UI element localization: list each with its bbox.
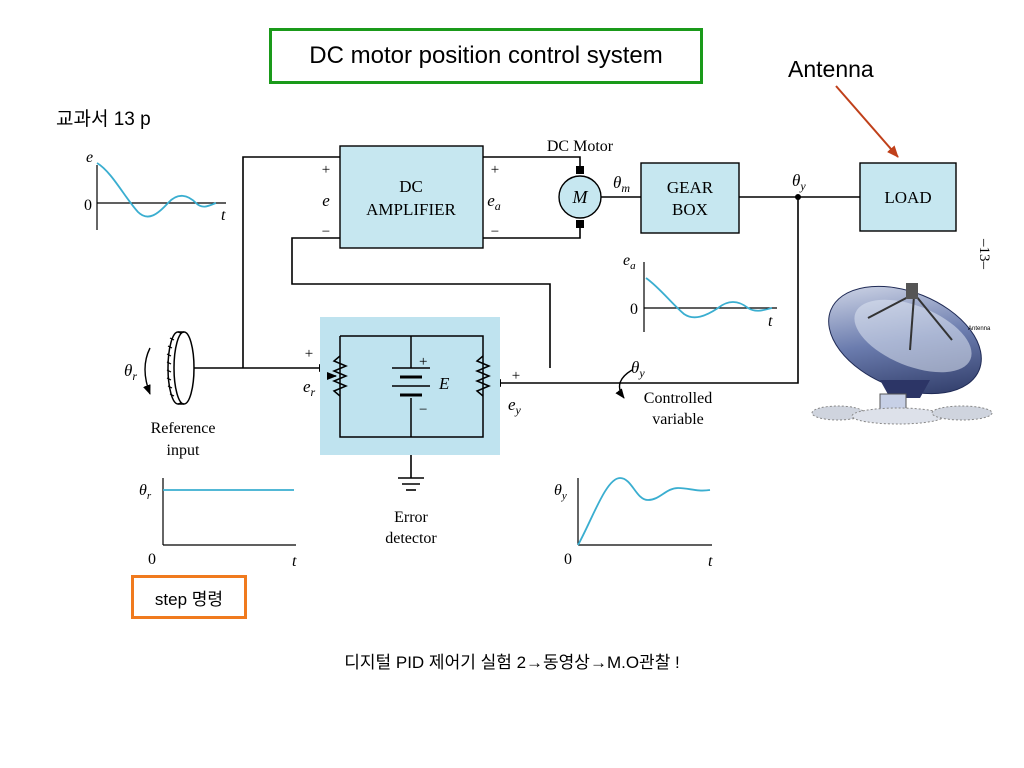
ey-plus: + [512, 368, 520, 384]
theta-r-knob-label: θr [124, 361, 137, 383]
satellite-dish-illustration: Antenna [811, 283, 993, 425]
ey-label: ey [508, 395, 522, 417]
plot3-theta-r-label: θr [139, 482, 152, 502]
gear-box-label-2: BOX [672, 200, 708, 219]
plot2-zero: 0 [630, 301, 638, 318]
dc-motor-label: DC Motor [547, 138, 614, 155]
antenna-pointer-arrow [835, 85, 899, 158]
load-label: LOAD [884, 188, 931, 207]
step-command-label: step 명령 [154, 589, 224, 609]
page-number: –13– [976, 238, 992, 270]
plot-error-signal: e 0 t [84, 149, 226, 230]
plot4-zero: 0 [564, 551, 572, 568]
motor-m-symbol: M [572, 187, 589, 207]
controlled-variable-label-1: Controlled [644, 390, 712, 407]
dc-amplifier-label-1: DC [399, 177, 423, 196]
gear-box-block [640, 162, 740, 234]
plot2-t: t [768, 313, 773, 330]
gear-box-label-1: GEAR [667, 178, 714, 197]
reference-input-label-1: Reference [151, 420, 216, 437]
reference-knob-icon [166, 331, 195, 405]
amp-output-ea: ea [487, 191, 501, 213]
plot-amplifier-output: ea 0 t [623, 252, 777, 332]
dc-motor-symbol [558, 175, 602, 219]
theta-y-output-label: θy [792, 171, 806, 193]
theta-y-controlled-label: θy [631, 358, 645, 380]
error-detector-label-1: Error [394, 509, 428, 526]
plot-output-response: θy 0 t [554, 477, 713, 570]
controlled-variable-label-2: variable [652, 411, 704, 428]
dc-amplifier-label-2: AMPLIFIER [366, 200, 456, 219]
antenna-image-caption: Antenna [968, 326, 991, 332]
plot2-ea-label: ea [623, 252, 636, 272]
load-block [859, 162, 957, 232]
plot1-zero: 0 [84, 197, 92, 214]
title-box: DC motor position control system [269, 28, 703, 84]
plot3-zero: 0 [148, 551, 156, 568]
reference-input-label-2: input [167, 442, 200, 459]
battery-plus: + [419, 354, 427, 370]
amp-input-plus: + [322, 162, 330, 178]
error-detector-label-2: detector [385, 530, 437, 547]
plot4-theta-y-label: θy [554, 482, 567, 502]
theta-m-label: θm [613, 173, 630, 195]
textbook-reference: 교과서 13 p [56, 109, 151, 130]
er-label: er [303, 377, 316, 399]
plot1-t: t [221, 207, 226, 224]
plot4-t: t [708, 553, 713, 570]
dc-amplifier-block [339, 145, 484, 249]
amp-output-minus: − [491, 224, 499, 240]
er-plus: + [305, 346, 313, 362]
amp-input-e: e [322, 191, 330, 210]
plot-reference-step: θr 0 t [139, 478, 297, 570]
page-title: DC motor position control system [309, 42, 663, 69]
battery-e-label: E [438, 374, 450, 393]
step-command-box: step 명령 [131, 575, 247, 619]
plot1-e-label: e [86, 149, 93, 166]
antenna-label: Antenna [788, 56, 874, 82]
battery-minus: − [419, 402, 427, 418]
plot3-t: t [292, 553, 297, 570]
footer-note: 디지털 PID 제어기 실험 2→동영상→M.O관찰 ! [344, 653, 680, 672]
amp-output-plus: + [491, 162, 499, 178]
amp-input-minus: − [322, 224, 330, 240]
